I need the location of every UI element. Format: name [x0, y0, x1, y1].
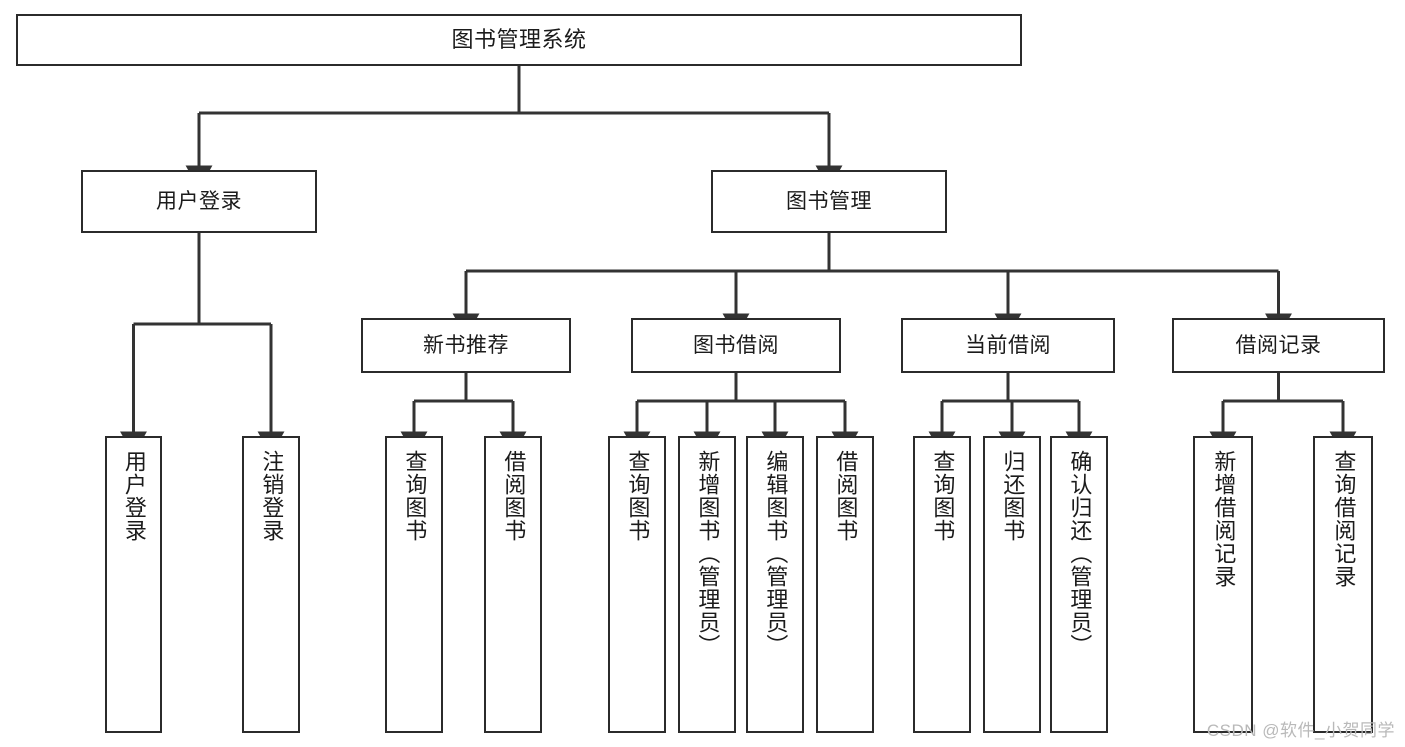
node-label: 借阅图书: [833, 450, 859, 542]
node-leaf-bb-borrow[interactable]: 借阅图书: [816, 436, 874, 733]
node-user-login[interactable]: 用户登录: [81, 170, 317, 233]
node-current-borrow[interactable]: 当前借阅: [901, 318, 1115, 373]
node-leaf-bb-edit[interactable]: 编辑图书（管理员）: [746, 436, 804, 733]
node-leaf-br-query[interactable]: 查询借阅记录: [1313, 436, 1373, 733]
node-leaf-rec-query[interactable]: 查询图书: [385, 436, 443, 733]
node-book-borrow[interactable]: 图书借阅: [631, 318, 841, 373]
node-root[interactable]: 图书管理系统: [16, 14, 1022, 66]
node-leaf-bb-query[interactable]: 查询图书: [608, 436, 666, 733]
node-label: 借阅记录: [1235, 333, 1322, 357]
node-label: 新增借阅记录: [1211, 450, 1237, 588]
node-label: 编辑图书（管理员）: [763, 450, 789, 657]
node-book-manage[interactable]: 图书管理: [711, 170, 947, 233]
node-leaf-user-login[interactable]: 用户登录: [105, 436, 162, 733]
node-label: 借阅图书: [501, 450, 527, 542]
node-leaf-cb-confirm[interactable]: 确认归还（管理员）: [1050, 436, 1108, 733]
node-label: 注销登录: [259, 450, 285, 542]
node-label: 确认归还（管理员）: [1067, 450, 1093, 657]
node-label: 查询借阅记录: [1331, 450, 1357, 588]
node-label: 新增图书（管理员）: [695, 450, 721, 657]
node-leaf-cb-return[interactable]: 归还图书: [983, 436, 1041, 733]
node-leaf-cb-query[interactable]: 查询图书: [913, 436, 971, 733]
node-label: 当前借阅: [965, 333, 1051, 357]
node-label: 图书借阅: [693, 333, 779, 357]
node-label: 归还图书: [1000, 450, 1026, 542]
node-new-book-rec[interactable]: 新书推荐: [361, 318, 571, 373]
node-label: 用户登录: [121, 450, 147, 542]
node-leaf-logout[interactable]: 注销登录: [242, 436, 300, 733]
node-label: 新书推荐: [423, 333, 509, 357]
node-label: 用户登录: [156, 189, 242, 213]
node-label: 图书管理: [786, 189, 872, 213]
node-borrow-record[interactable]: 借阅记录: [1172, 318, 1385, 373]
node-label: 查询图书: [625, 450, 651, 542]
node-label: 图书管理系统: [451, 26, 587, 52]
node-leaf-rec-borrow[interactable]: 借阅图书: [484, 436, 542, 733]
node-label: 查询图书: [402, 450, 428, 542]
node-leaf-bb-add[interactable]: 新增图书（管理员）: [678, 436, 736, 733]
node-leaf-br-add[interactable]: 新增借阅记录: [1193, 436, 1253, 733]
node-label: 查询图书: [930, 450, 956, 542]
watermark: CSDN @软件_小贺同学: [1206, 721, 1395, 740]
